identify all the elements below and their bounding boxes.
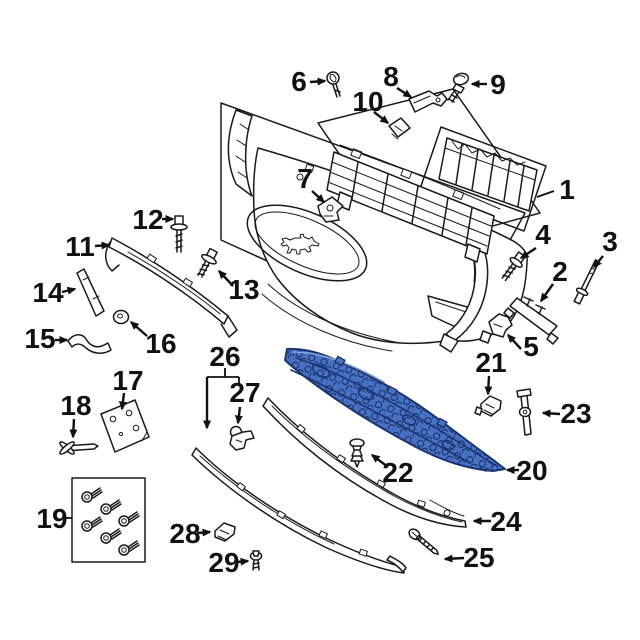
part-7-bracket xyxy=(317,196,344,223)
part-23-cable-tie xyxy=(516,388,532,436)
part-label-20: 20 xyxy=(516,455,547,486)
part-label-22: 22 xyxy=(382,457,413,488)
part-11-reinforcement-bar xyxy=(105,237,238,338)
part-label-23: 23 xyxy=(560,398,591,429)
part-label-25: 25 xyxy=(463,542,494,573)
part-10-clip xyxy=(388,117,411,140)
part-label-14: 14 xyxy=(32,277,64,308)
part-label-3: 3 xyxy=(602,226,618,257)
part-24-valance-panel xyxy=(262,397,467,528)
part-20-splash-shield-highlighted xyxy=(284,347,506,472)
part-8-bracket xyxy=(408,90,448,113)
part-16-grommet xyxy=(112,309,130,325)
part-label-9: 9 xyxy=(490,69,506,100)
impact-absorber-box xyxy=(418,126,547,232)
part-label-13: 13 xyxy=(228,274,259,305)
part-21-clip xyxy=(474,395,502,417)
grille-shutter-assembly xyxy=(326,144,501,263)
part-label-12: 12 xyxy=(132,204,163,235)
part-label-1: 1 xyxy=(559,174,575,205)
part-12-bolt xyxy=(170,215,188,253)
part-9-pin xyxy=(447,72,470,103)
part-17-license-bracket xyxy=(100,399,150,453)
pony-emblem xyxy=(280,233,320,255)
part-label-10: 10 xyxy=(352,86,383,117)
part-label-7: 7 xyxy=(297,163,313,194)
part-25-screw xyxy=(408,528,440,555)
callout-arrows xyxy=(55,77,604,566)
part-15-bracket xyxy=(67,334,112,354)
part-label-6: 6 xyxy=(291,66,307,97)
screw-kit-box xyxy=(71,477,146,563)
part-27-clip xyxy=(229,425,255,451)
part-label-16: 16 xyxy=(145,328,176,359)
part-label-17: 17 xyxy=(112,365,143,396)
part-29-screw xyxy=(249,550,263,571)
part-5-clip xyxy=(479,313,513,344)
part-2-bracket xyxy=(503,296,559,345)
part-label-8: 8 xyxy=(383,61,399,92)
impact-absorber xyxy=(438,137,538,212)
part-6-pin xyxy=(326,71,341,98)
part-label-26: 26 xyxy=(209,341,240,372)
part-label-24: 24 xyxy=(490,506,522,537)
callout-labels: 1 2 3 4 5 6 7 8 9 10 11 12 13 14 15 16 1… xyxy=(24,61,617,578)
part-label-28: 28 xyxy=(169,518,200,549)
part-13-bolt xyxy=(197,247,218,278)
part-label-2: 2 xyxy=(552,256,568,287)
part-14-strip xyxy=(76,268,105,317)
part-label-27: 27 xyxy=(229,377,260,408)
part-label-4: 4 xyxy=(535,219,551,250)
part-26-lower-valance xyxy=(191,447,407,574)
part-3-bolt xyxy=(573,259,600,305)
part-label-15: 15 xyxy=(24,323,55,354)
part-label-21: 21 xyxy=(475,347,506,378)
part-18-wing-pin xyxy=(59,441,99,455)
part-22-push-pin xyxy=(349,438,365,468)
part-19-screw-kit xyxy=(81,487,140,556)
part-label-29: 29 xyxy=(208,547,239,578)
part-label-11: 11 xyxy=(65,231,95,262)
part-label-18: 18 xyxy=(60,390,91,421)
part-28-clip xyxy=(214,522,236,542)
part-label-5: 5 xyxy=(523,331,539,362)
part-label-19: 19 xyxy=(36,503,67,534)
